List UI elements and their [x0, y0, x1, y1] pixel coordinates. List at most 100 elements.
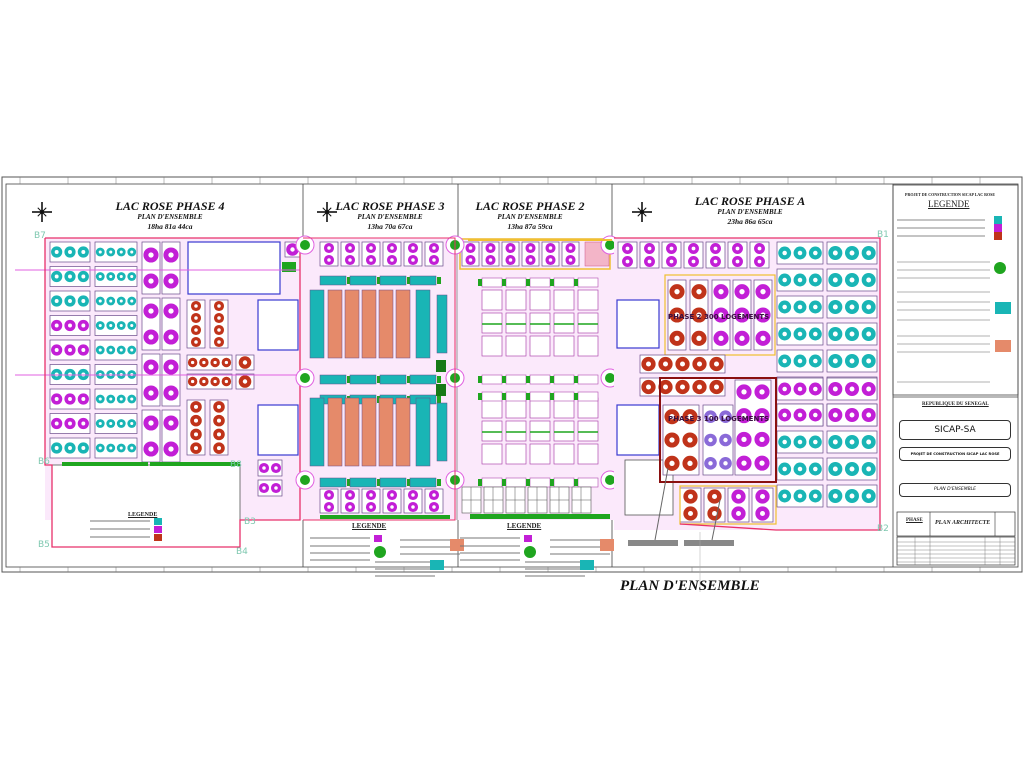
villa-lot-court [190, 360, 195, 365]
villa-lot-court [119, 446, 123, 450]
apartment-swatch [995, 302, 1011, 314]
marker-b1: B1 [877, 230, 889, 240]
villa-lot-court [669, 259, 674, 264]
phase-area: 18ha 81a 44ca [147, 222, 193, 231]
villa-lot-court [119, 421, 123, 426]
plot [577, 374, 599, 385]
green-space [62, 462, 148, 466]
apartment-block [327, 289, 343, 359]
equipment-plot [257, 404, 299, 456]
villa-lot-court [98, 323, 102, 328]
villa-lot-court [849, 277, 855, 283]
legend-swatch [994, 216, 1002, 224]
plot [481, 277, 503, 288]
marker-b3: B3 [244, 517, 256, 527]
apartment-block [415, 289, 431, 359]
villa-lot-court [697, 384, 702, 390]
villa-lot-court [130, 274, 134, 279]
plot [481, 312, 503, 334]
equipment-plot [616, 404, 660, 456]
callout-label [684, 540, 734, 546]
villa-lot-court [759, 436, 765, 443]
villa-lot-court [130, 348, 134, 352]
villa-lot-court [217, 340, 221, 344]
villa-lot-court [348, 505, 352, 509]
villa-lot-court [797, 277, 803, 283]
equipment-plot [257, 299, 299, 351]
villa-lot-court [119, 397, 123, 401]
villa-lot-court [669, 437, 675, 443]
villa-lot-court [130, 250, 134, 254]
phase-subtitle: PLAN D'ENSEMBLE [137, 213, 203, 221]
villa-lot-court [832, 331, 838, 337]
villa-lot-court [832, 277, 838, 283]
plot [481, 477, 503, 488]
plot [481, 374, 503, 385]
roundabout [300, 240, 310, 250]
villa-lot-court [718, 335, 724, 341]
roundabout [300, 373, 310, 383]
phase-area: 13ha 87a 59ca [507, 222, 553, 231]
title-block-row [896, 511, 1016, 537]
villa-lot-court [849, 412, 855, 418]
villa-lot-court [669, 460, 675, 466]
green-space-swatch [994, 262, 1006, 274]
villa-lot-court [736, 511, 741, 516]
green-space [574, 279, 578, 286]
villa-lot-court [488, 246, 493, 250]
villa-lot-court [216, 418, 222, 423]
plot [553, 391, 575, 402]
villa-lot-court [548, 258, 553, 262]
villa-lot-court [813, 331, 818, 337]
villa-lot-court [691, 259, 696, 264]
villa-lot-court [168, 446, 174, 452]
roundabout [605, 240, 615, 250]
villa-lot-court [148, 278, 154, 284]
phase-area: 23ha 86a 65ca [727, 217, 773, 226]
company-box: SICAP-SA [899, 420, 1011, 440]
green-space [526, 279, 530, 286]
villa-lot-court [625, 259, 630, 264]
phase-subtitle: PLAN D'ENSEMBLE [497, 213, 563, 221]
villa-lot-court [782, 466, 787, 472]
villa-lot-court [849, 386, 855, 392]
villa-lot-court [736, 494, 741, 499]
plot [577, 312, 599, 334]
villa-lot-block [94, 437, 138, 459]
villa-lot-court [54, 323, 59, 328]
villa-lot-court [568, 258, 573, 262]
architect-label: PLAN ARCHITECTE [935, 520, 991, 526]
green-space [526, 376, 530, 383]
villa-lot-court [81, 250, 86, 254]
villa-lot-court [81, 274, 86, 279]
villa-lot-court [224, 360, 229, 365]
plot [553, 420, 575, 442]
villa-lot-court [390, 505, 394, 509]
villa-lot-court [813, 277, 818, 283]
phase-subtitle: PLAN D'ENSEMBLE [717, 208, 783, 216]
roundabout [605, 475, 615, 485]
villa-lot-court [849, 250, 855, 256]
apartment-block [361, 289, 377, 359]
villa-lot-court [723, 461, 728, 466]
villa-lot-court [741, 389, 747, 395]
legend-row-swatch [154, 534, 162, 541]
villa-lot-court [81, 397, 86, 401]
apartment-swatch [995, 340, 1011, 352]
villa-lot-court [757, 259, 762, 264]
villa-lot-court [213, 360, 217, 365]
green-space-swatch [524, 546, 536, 558]
villa-lot-court [130, 397, 134, 401]
villa-lot-court [797, 304, 803, 310]
green-space [478, 393, 482, 400]
villa-lot-court [348, 258, 352, 262]
villa-lot-court [168, 278, 174, 284]
villa-lot-court [646, 361, 651, 367]
villa-lot-court [54, 421, 59, 426]
villa-lot-court [708, 461, 713, 466]
villa-lot-court [647, 246, 652, 251]
callout-leader [654, 467, 669, 541]
villa-lot-court [712, 511, 717, 516]
north-arrow-icon [40, 210, 44, 214]
callout-label [628, 540, 678, 546]
